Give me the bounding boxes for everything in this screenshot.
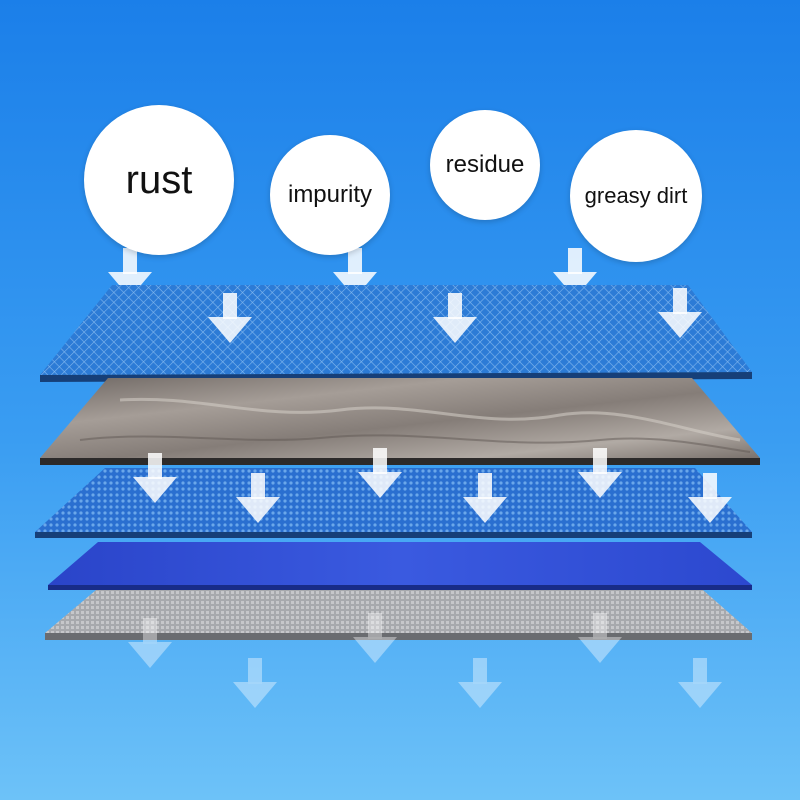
label-greasy-dirt-text: greasy dirt (584, 183, 688, 208)
grey-mesh-layer (45, 590, 752, 640)
mesh-layer-middle (35, 468, 752, 538)
label-impurity: impurity (270, 135, 390, 255)
stone-layer (40, 378, 760, 465)
mesh-layer-top (40, 285, 752, 382)
label-rust-text: rust (125, 157, 193, 202)
label-residue-text: residue (445, 151, 525, 178)
label-residue: residue (430, 110, 540, 220)
solid-blue-layer (48, 542, 752, 590)
label-impurity-text: impurity (287, 181, 372, 208)
label-greasy-dirt: greasy dirt (570, 130, 702, 262)
label-rust: rust (84, 105, 234, 255)
